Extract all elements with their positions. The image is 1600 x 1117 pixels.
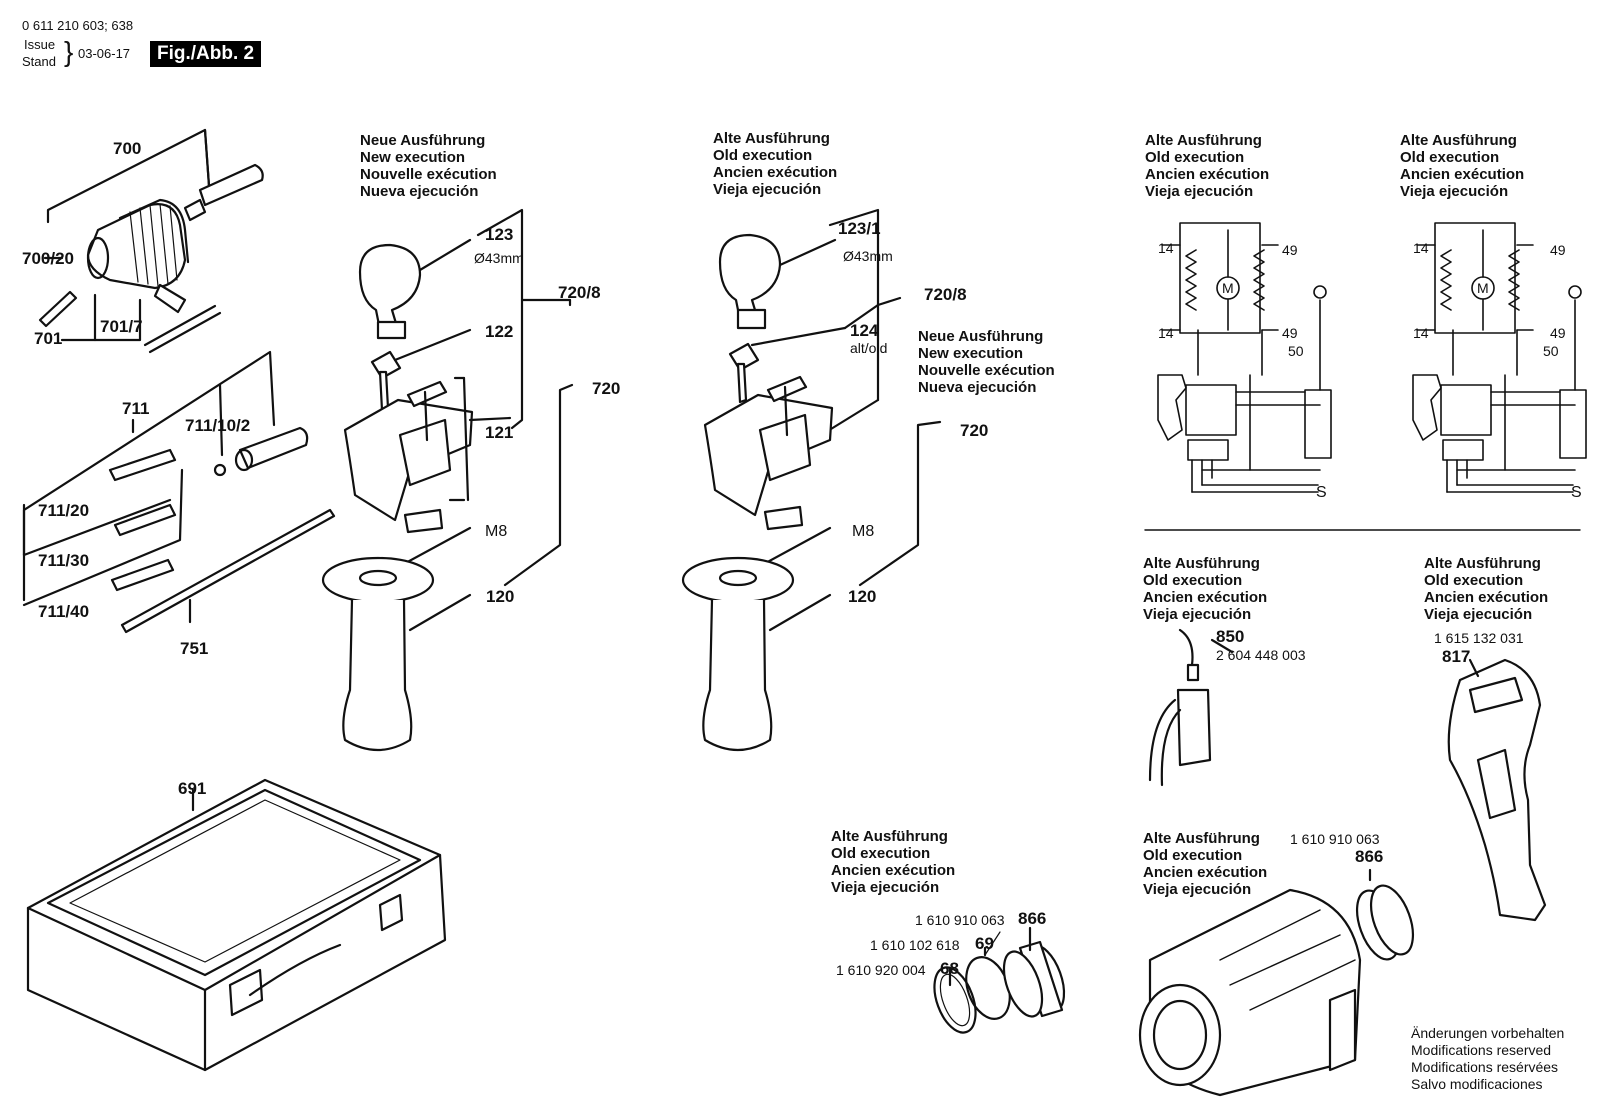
terminal-49-bottom-1: 49 <box>1282 325 1298 341</box>
figure-label: Fig./Abb. 2 <box>150 41 262 67</box>
chuck-assembly-drawing <box>38 128 264 354</box>
terminal-49-top-1: 49 <box>1282 242 1298 258</box>
housing-shell-drawing <box>1447 658 1547 922</box>
part-120-old: 120 <box>848 587 877 606</box>
part-751: 751 <box>180 639 209 658</box>
handle-new-drawing <box>321 208 574 751</box>
terminal-14-bottom-2: 14 <box>1413 325 1429 341</box>
terminal-14-top-2: 14 <box>1413 240 1429 256</box>
diameter-label-new: Ø43mm <box>474 250 524 266</box>
part-850: 850 <box>1216 627 1245 646</box>
carrying-case-drawing <box>26 778 447 1072</box>
part-701-7: 701/7 <box>100 317 143 336</box>
wiring-diagram-old-2 <box>1412 222 1587 493</box>
part-121: 121 <box>485 423 514 442</box>
bits-group-drawing <box>22 350 336 634</box>
wiring-diagram-old-1 <box>1157 222 1332 493</box>
part-number-850: 2 604 448 003 <box>1216 647 1306 663</box>
m8-label-old: M8 <box>852 523 875 540</box>
gear-housing-drawing <box>1138 868 1415 1097</box>
part-720-8-new: 720/8 <box>558 283 601 302</box>
part-number-817: 1 615 132 031 <box>1434 630 1524 646</box>
part-711-30: 711/30 <box>38 551 90 570</box>
part-number-866-a: 1 610 910 063 <box>915 912 1005 928</box>
part-720-new: 720 <box>592 379 621 398</box>
diameter-label-old: Ø43mm <box>843 248 893 264</box>
terminal-49-top-2: 49 <box>1550 242 1566 258</box>
part-866-b: 866 <box>1355 847 1384 866</box>
part-691: 691 <box>178 779 207 798</box>
doc-number: 0 611 210 603; 638 <box>22 18 134 33</box>
modifications-note: Änderungen vorbehalten Modifications res… <box>1411 1025 1565 1092</box>
part-711-40: 711/40 <box>38 602 90 621</box>
terminal-14-top-1: 14 <box>1158 240 1174 256</box>
part-866-a: 866 <box>1018 909 1047 928</box>
part-number-866-b: 1 610 910 063 <box>1290 831 1380 847</box>
s-label-1: S <box>1316 484 1327 501</box>
part-124: 124 <box>850 321 879 340</box>
part-711-20: 711/20 <box>38 501 90 520</box>
alt-old-label: alt/old <box>850 340 888 356</box>
part-720-8-old: 720/8 <box>924 285 967 304</box>
part-number-69: 1 610 102 618 <box>870 937 960 953</box>
part-number-68: 1 610 920 004 <box>836 962 926 978</box>
terminal-49-bottom-2: 49 <box>1550 325 1566 341</box>
part-701: 701 <box>34 329 63 348</box>
m8-label-new: M8 <box>485 523 508 540</box>
wiring-motor-labels: M M S S <box>1222 280 1582 501</box>
issue-brace: } <box>64 36 74 67</box>
terminal-50-2: 50 <box>1543 343 1559 359</box>
part-817: 817 <box>1442 647 1471 666</box>
issue-date: 03-06-17 <box>78 46 131 61</box>
stand-label: Stand <box>22 54 56 69</box>
part-700: 700 <box>113 139 142 158</box>
part-69: 69 <box>975 934 994 953</box>
rings-drawing <box>933 926 1066 1034</box>
part-123-1: 123/1 <box>838 219 881 238</box>
part-120-new: 120 <box>486 587 515 606</box>
part-711: 711 <box>122 399 150 418</box>
s-label-2: S <box>1571 484 1582 501</box>
part-711-10-2: 711/10/2 <box>185 416 251 435</box>
part-68: 68 <box>940 959 959 978</box>
terminal-50-1: 50 <box>1288 343 1304 359</box>
motor-label-2: M <box>1477 280 1489 296</box>
part-720-old: 720 <box>960 421 989 440</box>
part-700-20: 700/20 <box>22 249 74 268</box>
issue-label: Issue <box>24 37 56 52</box>
leader-lines <box>984 931 1001 956</box>
part-122: 122 <box>485 322 514 341</box>
suppressor-drawing <box>1148 628 1234 787</box>
part-123: 123 <box>485 225 514 244</box>
motor-label-1: M <box>1222 280 1234 296</box>
terminal-14-bottom-1: 14 <box>1158 325 1174 341</box>
handle-old-drawing <box>681 208 942 751</box>
